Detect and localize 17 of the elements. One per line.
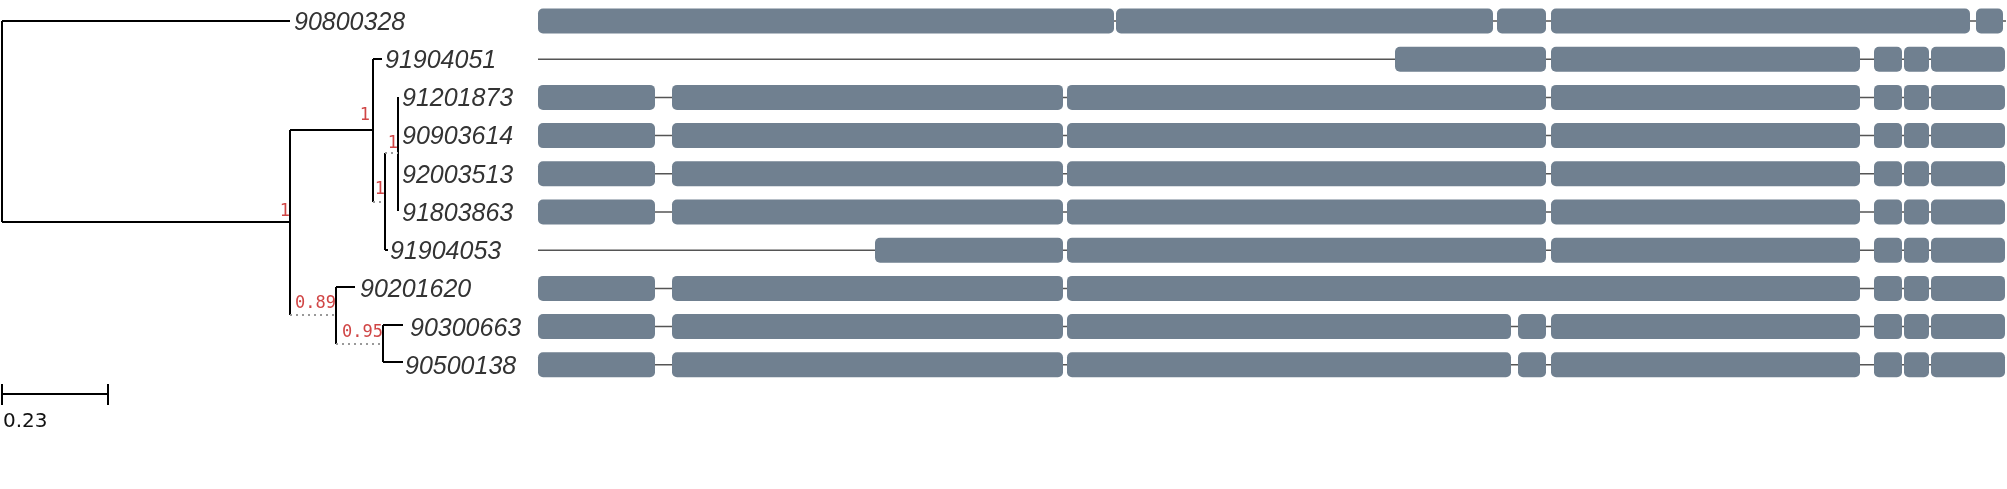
leaf-label: 90903614 — [402, 120, 514, 150]
bootstrap-value: 0.89 — [295, 292, 336, 312]
scale-value: 0.23 — [3, 408, 48, 432]
leaf-label: 90300663 — [410, 312, 522, 342]
bootstrap-value: 1 — [279, 200, 290, 220]
bootstrap-value: 1 — [374, 178, 385, 198]
leaf-label: 91904051 — [385, 44, 497, 74]
leaf-label: 90500138 — [405, 350, 517, 380]
bootstrap-value: 0.95 — [342, 321, 383, 341]
leaf-label: 90201620 — [360, 273, 472, 303]
bootstrap-value: 1 — [359, 104, 370, 124]
leaf-label: 92003513 — [402, 159, 514, 189]
leaf-label: 91904053 — [390, 235, 502, 265]
leaf-label: 90800328 — [294, 6, 406, 36]
leaf-label: 91803863 — [402, 197, 514, 227]
leaf-label: 91201873 — [402, 82, 514, 112]
bootstrap-value: 1 — [387, 132, 398, 152]
